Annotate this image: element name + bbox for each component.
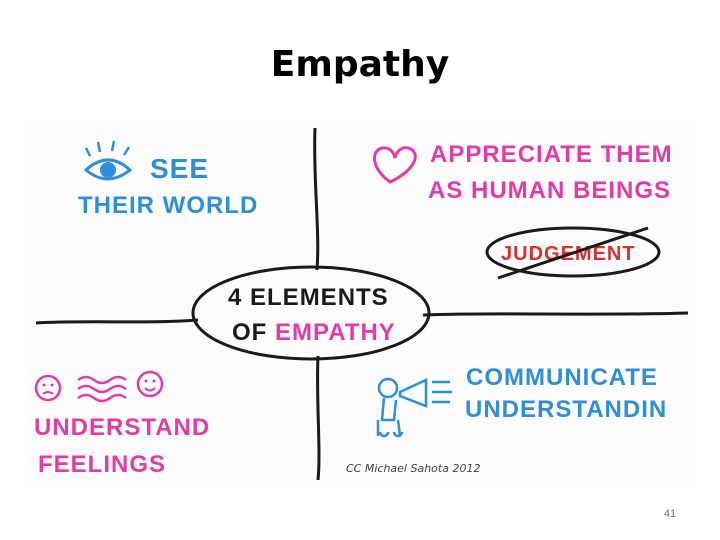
top-left-line2: THEIR WORLD bbox=[78, 192, 258, 219]
center-line2: OF EMPATHY bbox=[232, 319, 396, 346]
bottom-right-line1: COMMUNICATE bbox=[466, 364, 658, 391]
horizontal-divider-right bbox=[422, 311, 689, 317]
top-left-line1: SEE bbox=[150, 153, 209, 184]
slide-title: Empathy bbox=[270, 44, 450, 85]
center-line2-prefix: OF bbox=[232, 319, 275, 346]
bottom-left-line2: FEELINGS bbox=[38, 451, 166, 478]
sad-face-icon bbox=[34, 374, 62, 402]
happy-face-icon bbox=[136, 370, 164, 398]
center-ellipse bbox=[191, 265, 431, 361]
horizontal-divider-left bbox=[35, 318, 199, 325]
top-right-line1: APPRECIATE THEM bbox=[430, 141, 673, 168]
megaphone-person-icon bbox=[376, 377, 452, 438]
waves-icon bbox=[77, 375, 127, 403]
sketch-credit: CC Michael Sahota 2012 bbox=[346, 462, 480, 475]
eye-icon bbox=[83, 140, 133, 181]
judgement-ellipse bbox=[485, 226, 661, 278]
heart-icon bbox=[373, 146, 417, 184]
bottom-left-line1: UNDERSTAND bbox=[34, 414, 210, 441]
center-line1: 4 ELEMENTS bbox=[228, 284, 389, 311]
center-line2-emphasis: EMPATHY bbox=[275, 319, 396, 346]
page-number: 41 bbox=[663, 508, 677, 520]
vertical-divider bbox=[313, 127, 320, 271]
judgement-strike bbox=[497, 226, 649, 280]
top-right-line2: AS HUMAN BEINGS bbox=[428, 177, 671, 204]
bottom-right-line2: UNDERSTANDIN bbox=[465, 396, 667, 423]
empathy-sketch-image: 4 ELEMENTS OF EMPATHY SEE THEIR WORLD AP… bbox=[28, 120, 692, 488]
vertical-divider-lower bbox=[316, 355, 321, 481]
